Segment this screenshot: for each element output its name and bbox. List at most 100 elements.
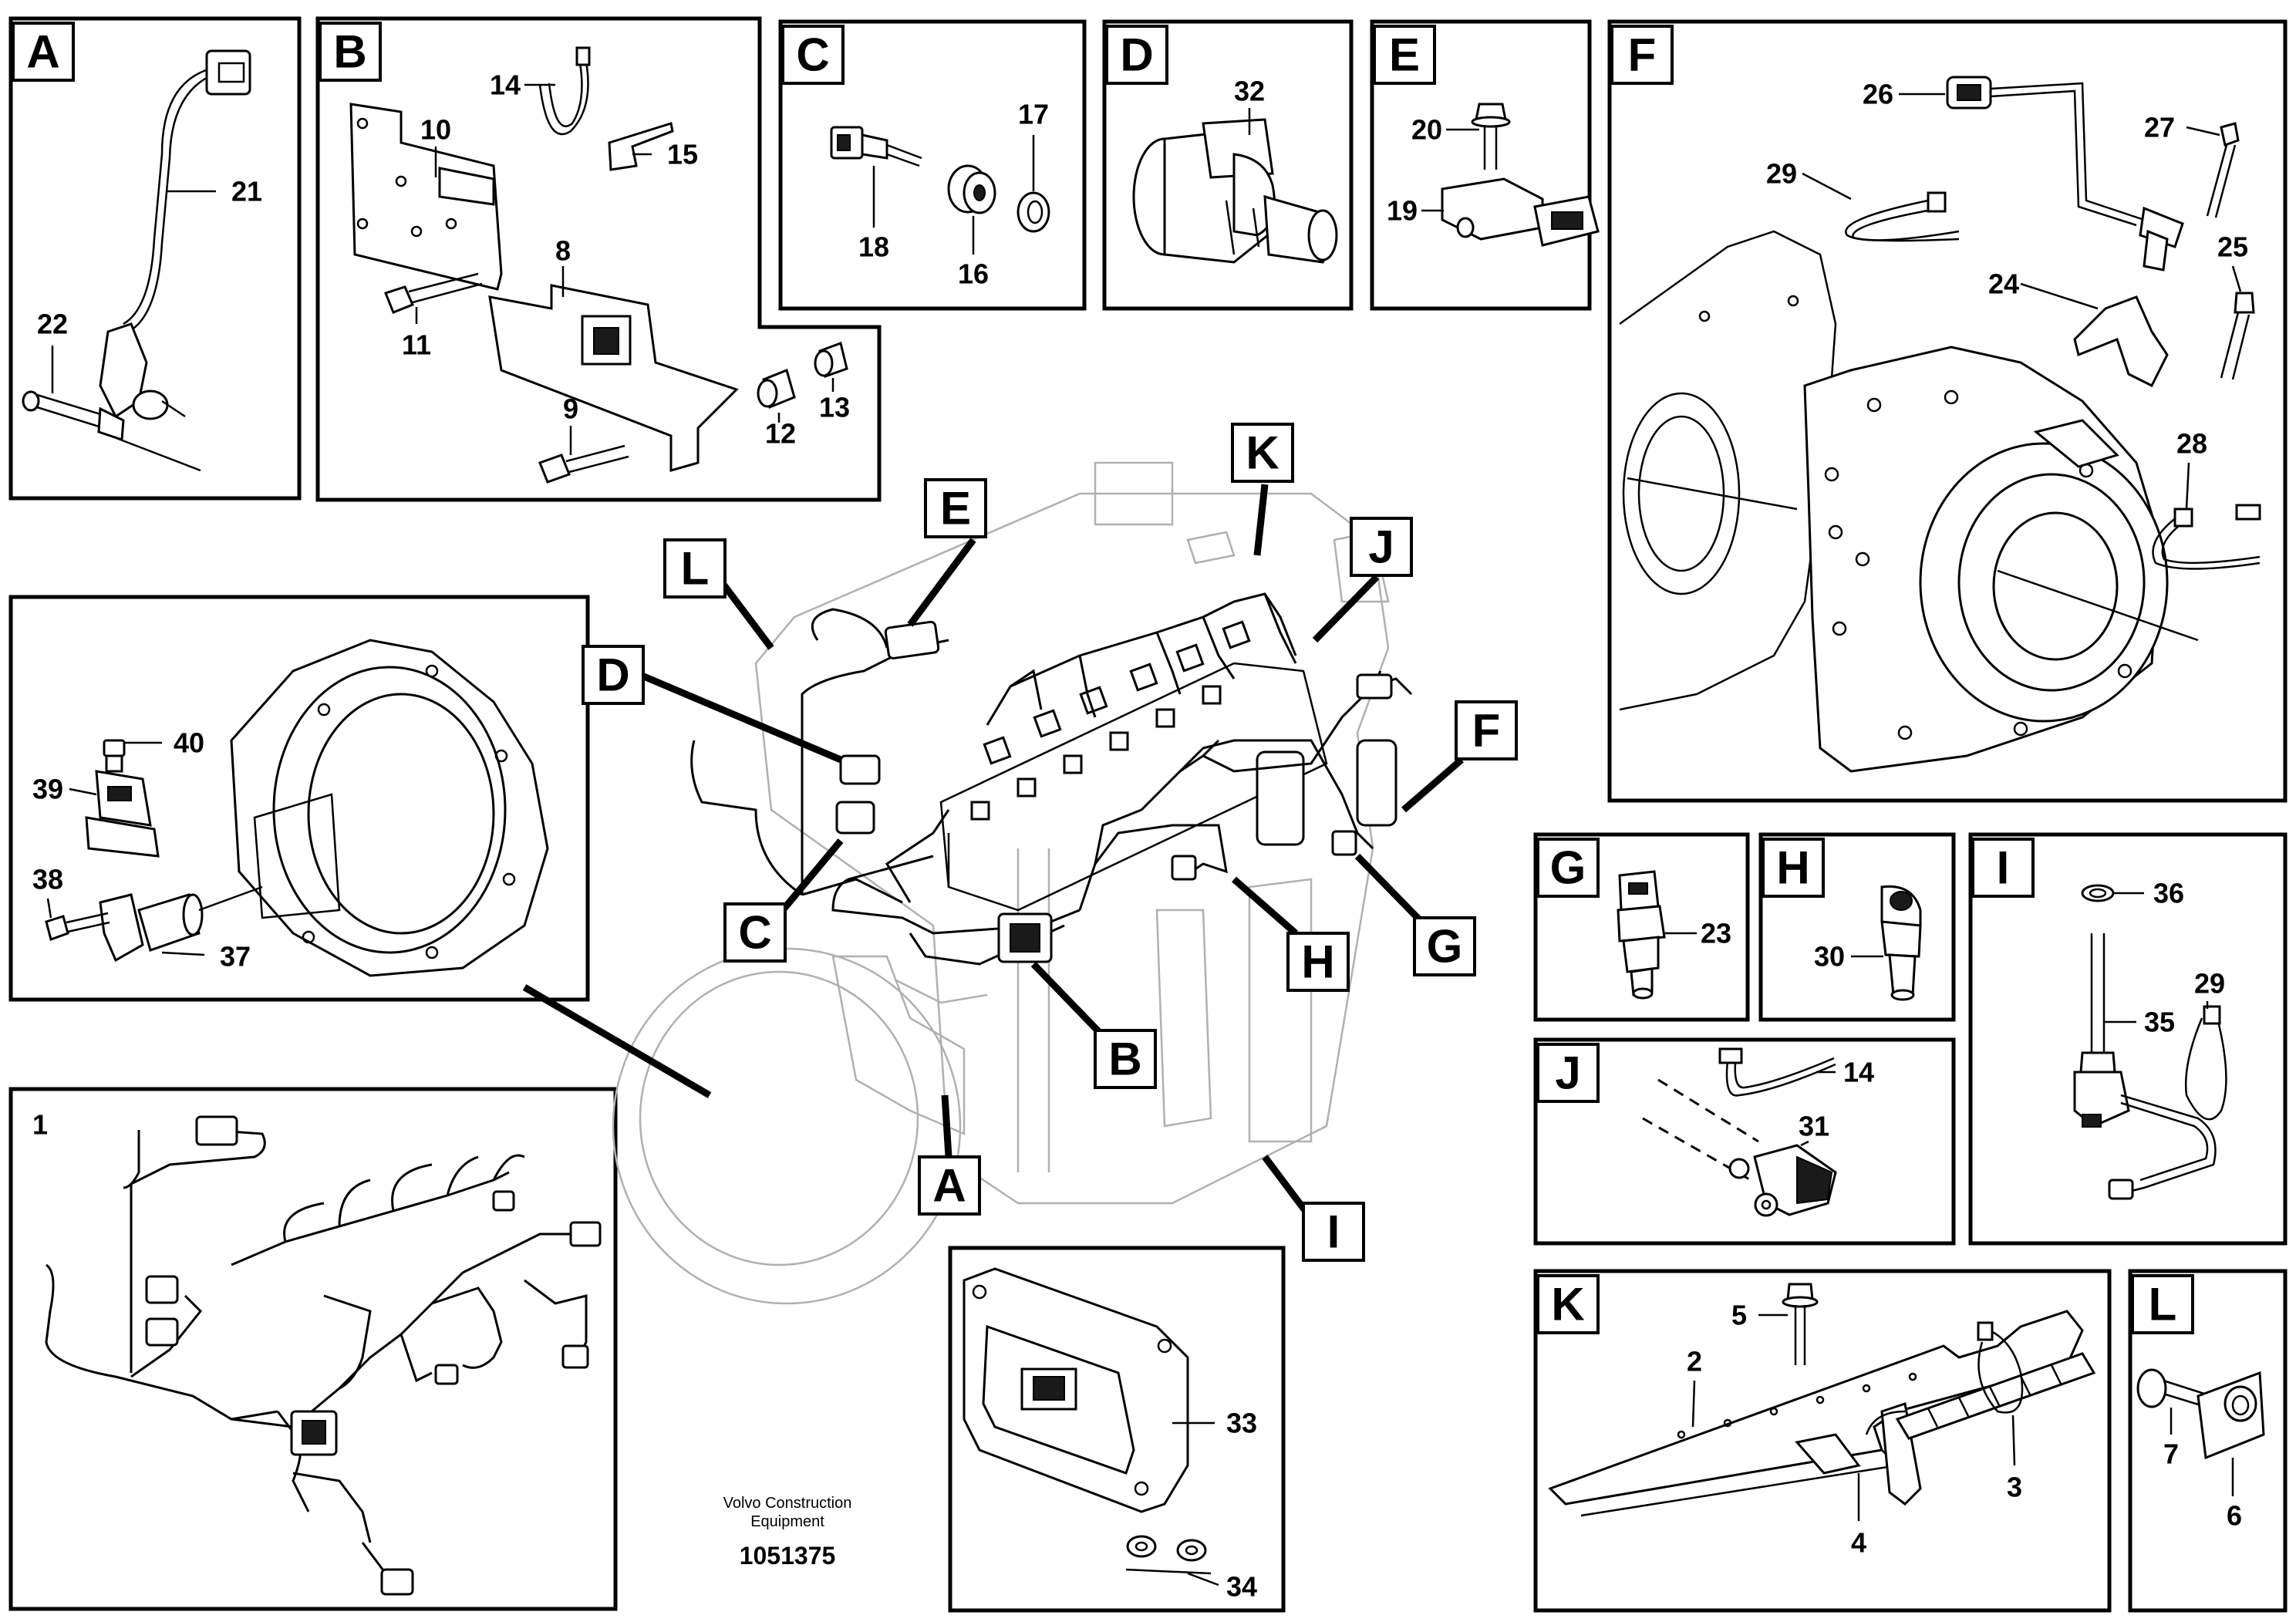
bracket-8 bbox=[488, 284, 739, 472]
panel-h-letter: H bbox=[1776, 842, 1809, 894]
cable-tie-29 bbox=[2184, 1005, 2227, 1121]
callout-badge-h bbox=[1286, 932, 1350, 992]
harness-connector bbox=[380, 1568, 414, 1596]
panel-l: L 7 6 bbox=[2128, 1269, 2288, 1613]
cable-tie-29 bbox=[1845, 191, 1960, 242]
part-label-37: 37 bbox=[220, 941, 251, 973]
callout-h: H bbox=[1301, 936, 1334, 988]
part-label-27: 27 bbox=[2144, 112, 2175, 143]
callout-i: I bbox=[1327, 1206, 1340, 1258]
solenoid-32 bbox=[1132, 118, 1338, 264]
publisher-line-1: Volvo Construction bbox=[723, 1495, 852, 1512]
part-label-2: 2 bbox=[1687, 1346, 1702, 1378]
engine-main-connector-pins bbox=[1010, 923, 1040, 953]
bolt-38 bbox=[45, 912, 110, 941]
callout-f: F bbox=[1472, 705, 1501, 757]
callout-badge-l bbox=[663, 538, 727, 599]
bracket-24 bbox=[2073, 295, 2169, 388]
part-label-33: 33 bbox=[1226, 1408, 1257, 1439]
pressure-sensor-19 bbox=[1441, 177, 1600, 247]
speed-sensor-18 bbox=[830, 126, 922, 167]
grommet-13 bbox=[814, 342, 848, 378]
part-label-40: 40 bbox=[174, 727, 204, 759]
part-label-29: 29 bbox=[2194, 968, 2225, 1000]
publisher-line-2: Equipment bbox=[750, 1513, 824, 1530]
panel-b-letter: B bbox=[333, 26, 366, 78]
part-label-23: 23 bbox=[1701, 918, 1731, 949]
clip-4 bbox=[1795, 1433, 1861, 1475]
callout-c: C bbox=[738, 907, 771, 959]
panel-k-letter: K bbox=[1551, 1279, 1584, 1330]
part-label-34: 34 bbox=[1226, 1571, 1257, 1603]
panel-i-letter: I bbox=[1997, 842, 2010, 894]
part-label-10: 10 bbox=[420, 114, 451, 146]
panel-j: J 14 31 bbox=[1533, 1037, 1956, 1246]
harness-main-connector-pins bbox=[302, 1420, 326, 1445]
part-label-13: 13 bbox=[819, 392, 850, 423]
cable-tie-28 bbox=[2152, 504, 2261, 570]
harness-connector bbox=[145, 1275, 179, 1304]
spacers-34 bbox=[1125, 1535, 1212, 1575]
sensor-35 bbox=[2073, 933, 2217, 1200]
clip-15 bbox=[608, 122, 674, 171]
part-label-25: 25 bbox=[2217, 231, 2248, 263]
harness-connector bbox=[569, 1221, 602, 1247]
part-label-22: 22 bbox=[37, 309, 68, 340]
panel-f-letter: F bbox=[1628, 29, 1657, 81]
grommet-12 bbox=[757, 368, 796, 410]
flywheel-housing bbox=[230, 639, 549, 977]
callout-badge-f bbox=[1455, 700, 1518, 760]
bolt-5 bbox=[1782, 1283, 1819, 1365]
callout-a: A bbox=[932, 1160, 966, 1212]
engine-connector-c bbox=[835, 801, 875, 835]
panel-a: A 21 22 bbox=[8, 16, 302, 501]
callout-badge-e bbox=[924, 478, 987, 538]
part-label-18: 18 bbox=[858, 231, 889, 263]
harness-connector bbox=[145, 1317, 179, 1347]
part-label-8: 8 bbox=[555, 235, 571, 267]
panel-l-letter: L bbox=[2149, 1279, 2177, 1330]
bolt-25 bbox=[2220, 292, 2255, 380]
panel-e-letter: E bbox=[1389, 29, 1420, 81]
injector-block bbox=[939, 620, 1397, 912]
ecu-33 bbox=[963, 1267, 1189, 1513]
panel-f: F bbox=[1607, 19, 2288, 803]
bracket-2 bbox=[1548, 1310, 2084, 1517]
callout-b: B bbox=[1108, 1034, 1141, 1085]
callout-k: K bbox=[1246, 427, 1279, 479]
part-label-6: 6 bbox=[2227, 1500, 2242, 1532]
cable-tie-3 bbox=[1977, 1321, 2024, 1414]
callout-l: L bbox=[681, 543, 710, 595]
part-label-39: 39 bbox=[32, 774, 63, 805]
washer-17 bbox=[1017, 191, 1050, 233]
part-label-30: 30 bbox=[1814, 941, 1845, 973]
harness-connector bbox=[561, 1344, 589, 1369]
part-label-16: 16 bbox=[958, 258, 989, 290]
part-label-20: 20 bbox=[1411, 114, 1442, 146]
cable-tie-14 bbox=[538, 46, 591, 136]
part-label-9: 9 bbox=[563, 393, 578, 425]
bolt-22 bbox=[22, 390, 125, 442]
part-label-7: 7 bbox=[2163, 1438, 2179, 1470]
part-label-21: 21 bbox=[231, 176, 262, 207]
panel-d: D 32 bbox=[1102, 19, 1354, 311]
figure-number: 1051375 bbox=[740, 1542, 836, 1570]
sensor-39 bbox=[85, 770, 160, 858]
part-label-15: 15 bbox=[667, 139, 698, 170]
bracket-6 bbox=[2197, 1371, 2265, 1460]
sensor-26 bbox=[1946, 76, 2184, 271]
panel-j-letter: J bbox=[1555, 1047, 1580, 1099]
callout-badge-g bbox=[1413, 916, 1476, 976]
panel-c: C 17 18 16 bbox=[778, 19, 1087, 311]
part-label-24: 24 bbox=[1988, 268, 2019, 300]
bolt-27 bbox=[2206, 122, 2240, 218]
harness-connector bbox=[195, 1115, 238, 1146]
temperature-sensor-30 bbox=[1880, 885, 1922, 1001]
part-label-12: 12 bbox=[765, 418, 796, 450]
panel-wiring-harness: 1 bbox=[8, 1087, 618, 1611]
callout-g: G bbox=[1427, 921, 1463, 973]
panel-i: I 36 35 29 bbox=[1968, 832, 2288, 1246]
panel-c-letter: C bbox=[796, 29, 829, 81]
bolt-11 bbox=[384, 272, 483, 314]
